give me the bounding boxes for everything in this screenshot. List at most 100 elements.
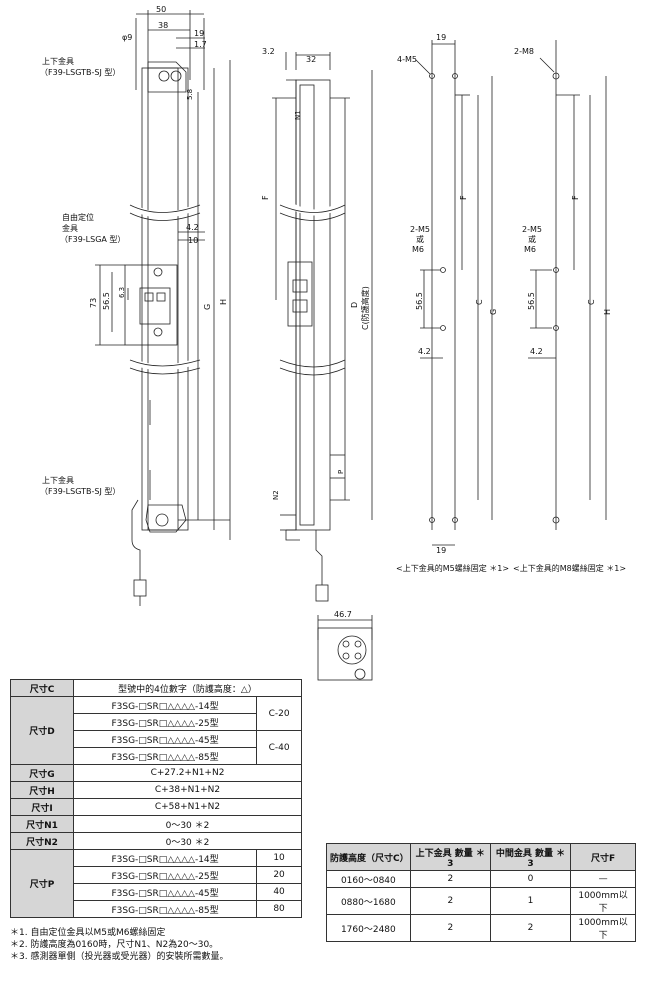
m5-dim-4.2: 4.2 bbox=[418, 347, 431, 356]
value-cell: C-40 bbox=[256, 730, 302, 765]
m8-dim-56.5: 56.5 bbox=[527, 292, 536, 310]
model-cell: F3SG-□SR□△△△△-25型 bbox=[72, 866, 258, 884]
row-value-i: C+58+N1+N2 bbox=[73, 798, 302, 816]
front-view bbox=[95, 10, 231, 606]
m5-holes-mid-1: 2-M5 bbox=[410, 225, 430, 234]
row-value-h: C+38+N1+N2 bbox=[73, 781, 302, 799]
footnote: ＊2. 防護高度為0160時，尺寸N1、N2為20～30。 bbox=[10, 940, 219, 950]
value-cell: 80 bbox=[256, 900, 302, 918]
m8-dim-4.2: 4.2 bbox=[530, 347, 543, 356]
table-cell: 1000mm以下 bbox=[570, 887, 636, 915]
side-view bbox=[272, 52, 373, 602]
m5-caption: <上下金具的M5螺絲固定 ＊1> bbox=[396, 564, 510, 573]
table-row: F3SG-□SR□△△△△-25型 bbox=[11, 713, 302, 731]
m5-holes-mid-2: 或 bbox=[416, 234, 424, 244]
model-cell: F3SG-□SR□△△△△-45型 bbox=[72, 730, 258, 748]
front-dim-56.5: 56.5 bbox=[102, 292, 111, 310]
table-cell: 1000mm以下 bbox=[570, 914, 636, 942]
col-header: 防護高度（尺寸C） bbox=[326, 843, 411, 871]
front-dim-4.2: 4.2 bbox=[186, 223, 199, 232]
table-cell: 2 bbox=[409, 887, 491, 915]
side-dim-N2: N2 bbox=[272, 490, 280, 500]
front-dim-19: 19 bbox=[194, 29, 204, 38]
m8-dim-C: C bbox=[587, 299, 596, 305]
model-cell: F3SG-□SR□△△△△-25型 bbox=[72, 713, 258, 731]
dimension-table: 尺寸C 型號中的4位數字（防護高度：△） 尺寸D F3SG-□SR□△△△△-1… bbox=[10, 679, 302, 918]
side-dim-D: D bbox=[350, 302, 359, 308]
table-row: 尺寸D F3SG-□SR□△△△△-14型 C-20 bbox=[10, 696, 302, 765]
table-cell: 1760～2480 bbox=[326, 914, 411, 942]
value-cell: 10 bbox=[256, 849, 302, 867]
m8-holes-mid-3: M6 bbox=[524, 245, 536, 254]
bracket-mid-model: （F39-LSGA 型） bbox=[60, 235, 125, 244]
front-dim-50: 50 bbox=[156, 5, 166, 14]
table-cell: 1 bbox=[489, 887, 572, 915]
front-dim-38: 38 bbox=[158, 21, 168, 30]
front-dim-5.8: 5.8 bbox=[186, 89, 194, 100]
bracket-mid-label-2: 金具 bbox=[62, 223, 78, 233]
model-cell: F3SG-□SR□△△△△-85型 bbox=[72, 747, 258, 765]
m8-mounting-view bbox=[528, 40, 607, 530]
m5-mounting-view bbox=[415, 40, 493, 546]
m8-caption: <上下金具的M8螺絲固定 ＊1> bbox=[513, 564, 627, 573]
m5-holes-top: 4-M5 bbox=[397, 55, 417, 64]
table-row: 0880～1680 2 1 1000mm以下 bbox=[326, 887, 636, 915]
side-dim-3.2: 3.2 bbox=[262, 47, 275, 56]
m8-holes-mid-1: 2-M5 bbox=[522, 225, 542, 234]
value-cell: 40 bbox=[256, 883, 302, 901]
table-row: 0160～0840 2 0 — bbox=[326, 870, 636, 888]
model-cell: F3SG-□SR□△△△△-45型 bbox=[72, 883, 258, 901]
row-label-p: 尺寸P bbox=[10, 849, 74, 918]
row-value-n1: 0～30 ＊2 bbox=[73, 815, 302, 833]
front-dim-G: G bbox=[203, 304, 212, 310]
front-dim-1.7: 1.7 bbox=[194, 40, 207, 49]
table-row: 尺寸C 型號中的4位數字（防護高度：△） bbox=[10, 679, 302, 697]
front-dia-9: φ9 bbox=[122, 33, 132, 42]
bracket-bottom-model: （F39-LSGTB-SJ 型） bbox=[40, 487, 120, 496]
col-header: 上下金具 數量 ＊3 bbox=[409, 843, 491, 871]
m8-holes-top: 2-M8 bbox=[514, 47, 534, 56]
col-header: 中間金具 數量 ＊3 bbox=[489, 843, 572, 871]
footnotes: ＊1. 自由定位金具以M5或M6螺絲固定 ＊2. 防護高度為0160時，尺寸N1… bbox=[10, 927, 228, 963]
row-value-n2: 0～30 ＊2 bbox=[73, 832, 302, 850]
m5-dim-C: C bbox=[475, 299, 484, 305]
value-cell: C-20 bbox=[256, 696, 302, 731]
table-row: 1760～2480 2 2 1000mm以下 bbox=[326, 914, 636, 942]
footnote: ＊1. 自由定位金具以M5或M6螺絲固定 bbox=[10, 928, 166, 938]
table-cell: 2 bbox=[409, 914, 491, 942]
table-cell: 0160～0840 bbox=[326, 870, 411, 888]
row-value-g: C+27.2+N1+N2 bbox=[73, 764, 302, 782]
row-label-g: 尺寸G bbox=[10, 764, 74, 782]
row-value-c: 型號中的4位數字（防護高度：△） bbox=[73, 679, 302, 697]
table-header-row: 防護高度（尺寸C） 上下金具 數量 ＊3 中間金具 數量 ＊3 尺寸F bbox=[326, 843, 636, 871]
m8-dim-F: F bbox=[571, 195, 580, 200]
col-header: 尺寸F bbox=[570, 843, 636, 871]
side-dim-C: C(防護高度) bbox=[360, 286, 370, 330]
front-dim-6.3: 6.3 bbox=[118, 287, 126, 298]
top-dim-46.7: 46.7 bbox=[334, 610, 352, 619]
row-label-n1: 尺寸N1 bbox=[10, 815, 74, 833]
row-label-i: 尺寸I bbox=[10, 798, 74, 816]
top-view bbox=[317, 615, 373, 681]
row-label-h: 尺寸H bbox=[10, 781, 74, 799]
side-dim-32: 32 bbox=[306, 55, 316, 64]
row-label-c: 尺寸C bbox=[10, 679, 74, 697]
table-cell: 0880～1680 bbox=[326, 887, 411, 915]
model-cell: F3SG-□SR□△△△△-85型 bbox=[72, 900, 258, 918]
table-cell: — bbox=[570, 870, 636, 888]
m5-dim-G: G bbox=[489, 309, 498, 315]
m5-holes-mid-3: M6 bbox=[412, 245, 424, 254]
front-dim-73: 73 bbox=[89, 298, 98, 308]
side-dim-F: F bbox=[261, 195, 270, 200]
m5-dim-19-top: 19 bbox=[436, 33, 446, 42]
m5-dim-56.5: 56.5 bbox=[415, 292, 424, 310]
footnote: ＊3. 感測器單側（投光器或受光器）的安裝所需數量。 bbox=[10, 952, 229, 962]
table-row: 尺寸P F3SG-□SR□△△△△-14型 10 bbox=[10, 849, 302, 918]
bracket-top-label: 上下金具 bbox=[42, 56, 74, 66]
m5-dim-F: F bbox=[459, 195, 468, 200]
